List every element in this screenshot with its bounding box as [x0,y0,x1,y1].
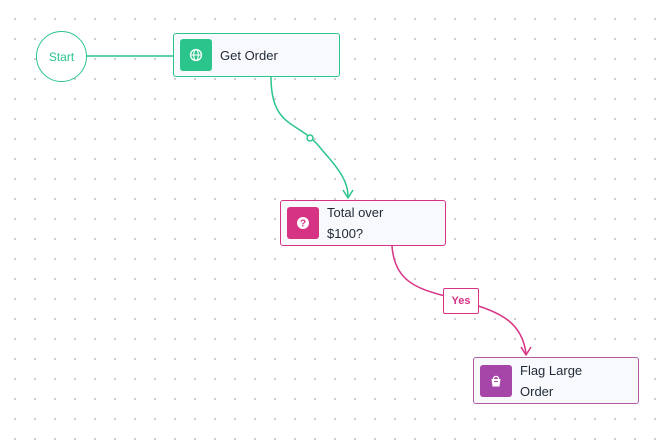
globe-icon [180,39,212,71]
arrowhead-get-order-to-total [342,189,354,199]
edge-midpoint-handle[interactable] [306,134,314,142]
edge-get-order-to-total[interactable] [270,76,349,197]
total-over-condition-node[interactable]: ? Total over $100? [280,200,446,246]
flag-label-line1: Flag Large [520,362,583,378]
svg-text:?: ? [300,219,306,230]
arrowhead-total-to-flag [520,346,532,356]
total-label-line2: $100? [327,226,364,241]
question-icon: ? [287,207,319,239]
yes-edge-label[interactable]: Yes [443,288,479,314]
bag-icon [480,364,512,397]
flag-label-line2: Order [520,383,554,399]
get-order-node[interactable]: Get Order [173,33,340,77]
start-label: Start [48,49,75,64]
flag-large-order-node[interactable]: Flag Large Order [473,357,639,404]
start-node[interactable]: Start [36,31,87,82]
get-order-label: Get Order [220,47,278,63]
total-label-line1: Total over [327,205,384,220]
yes-label-text: Yes [451,295,471,307]
